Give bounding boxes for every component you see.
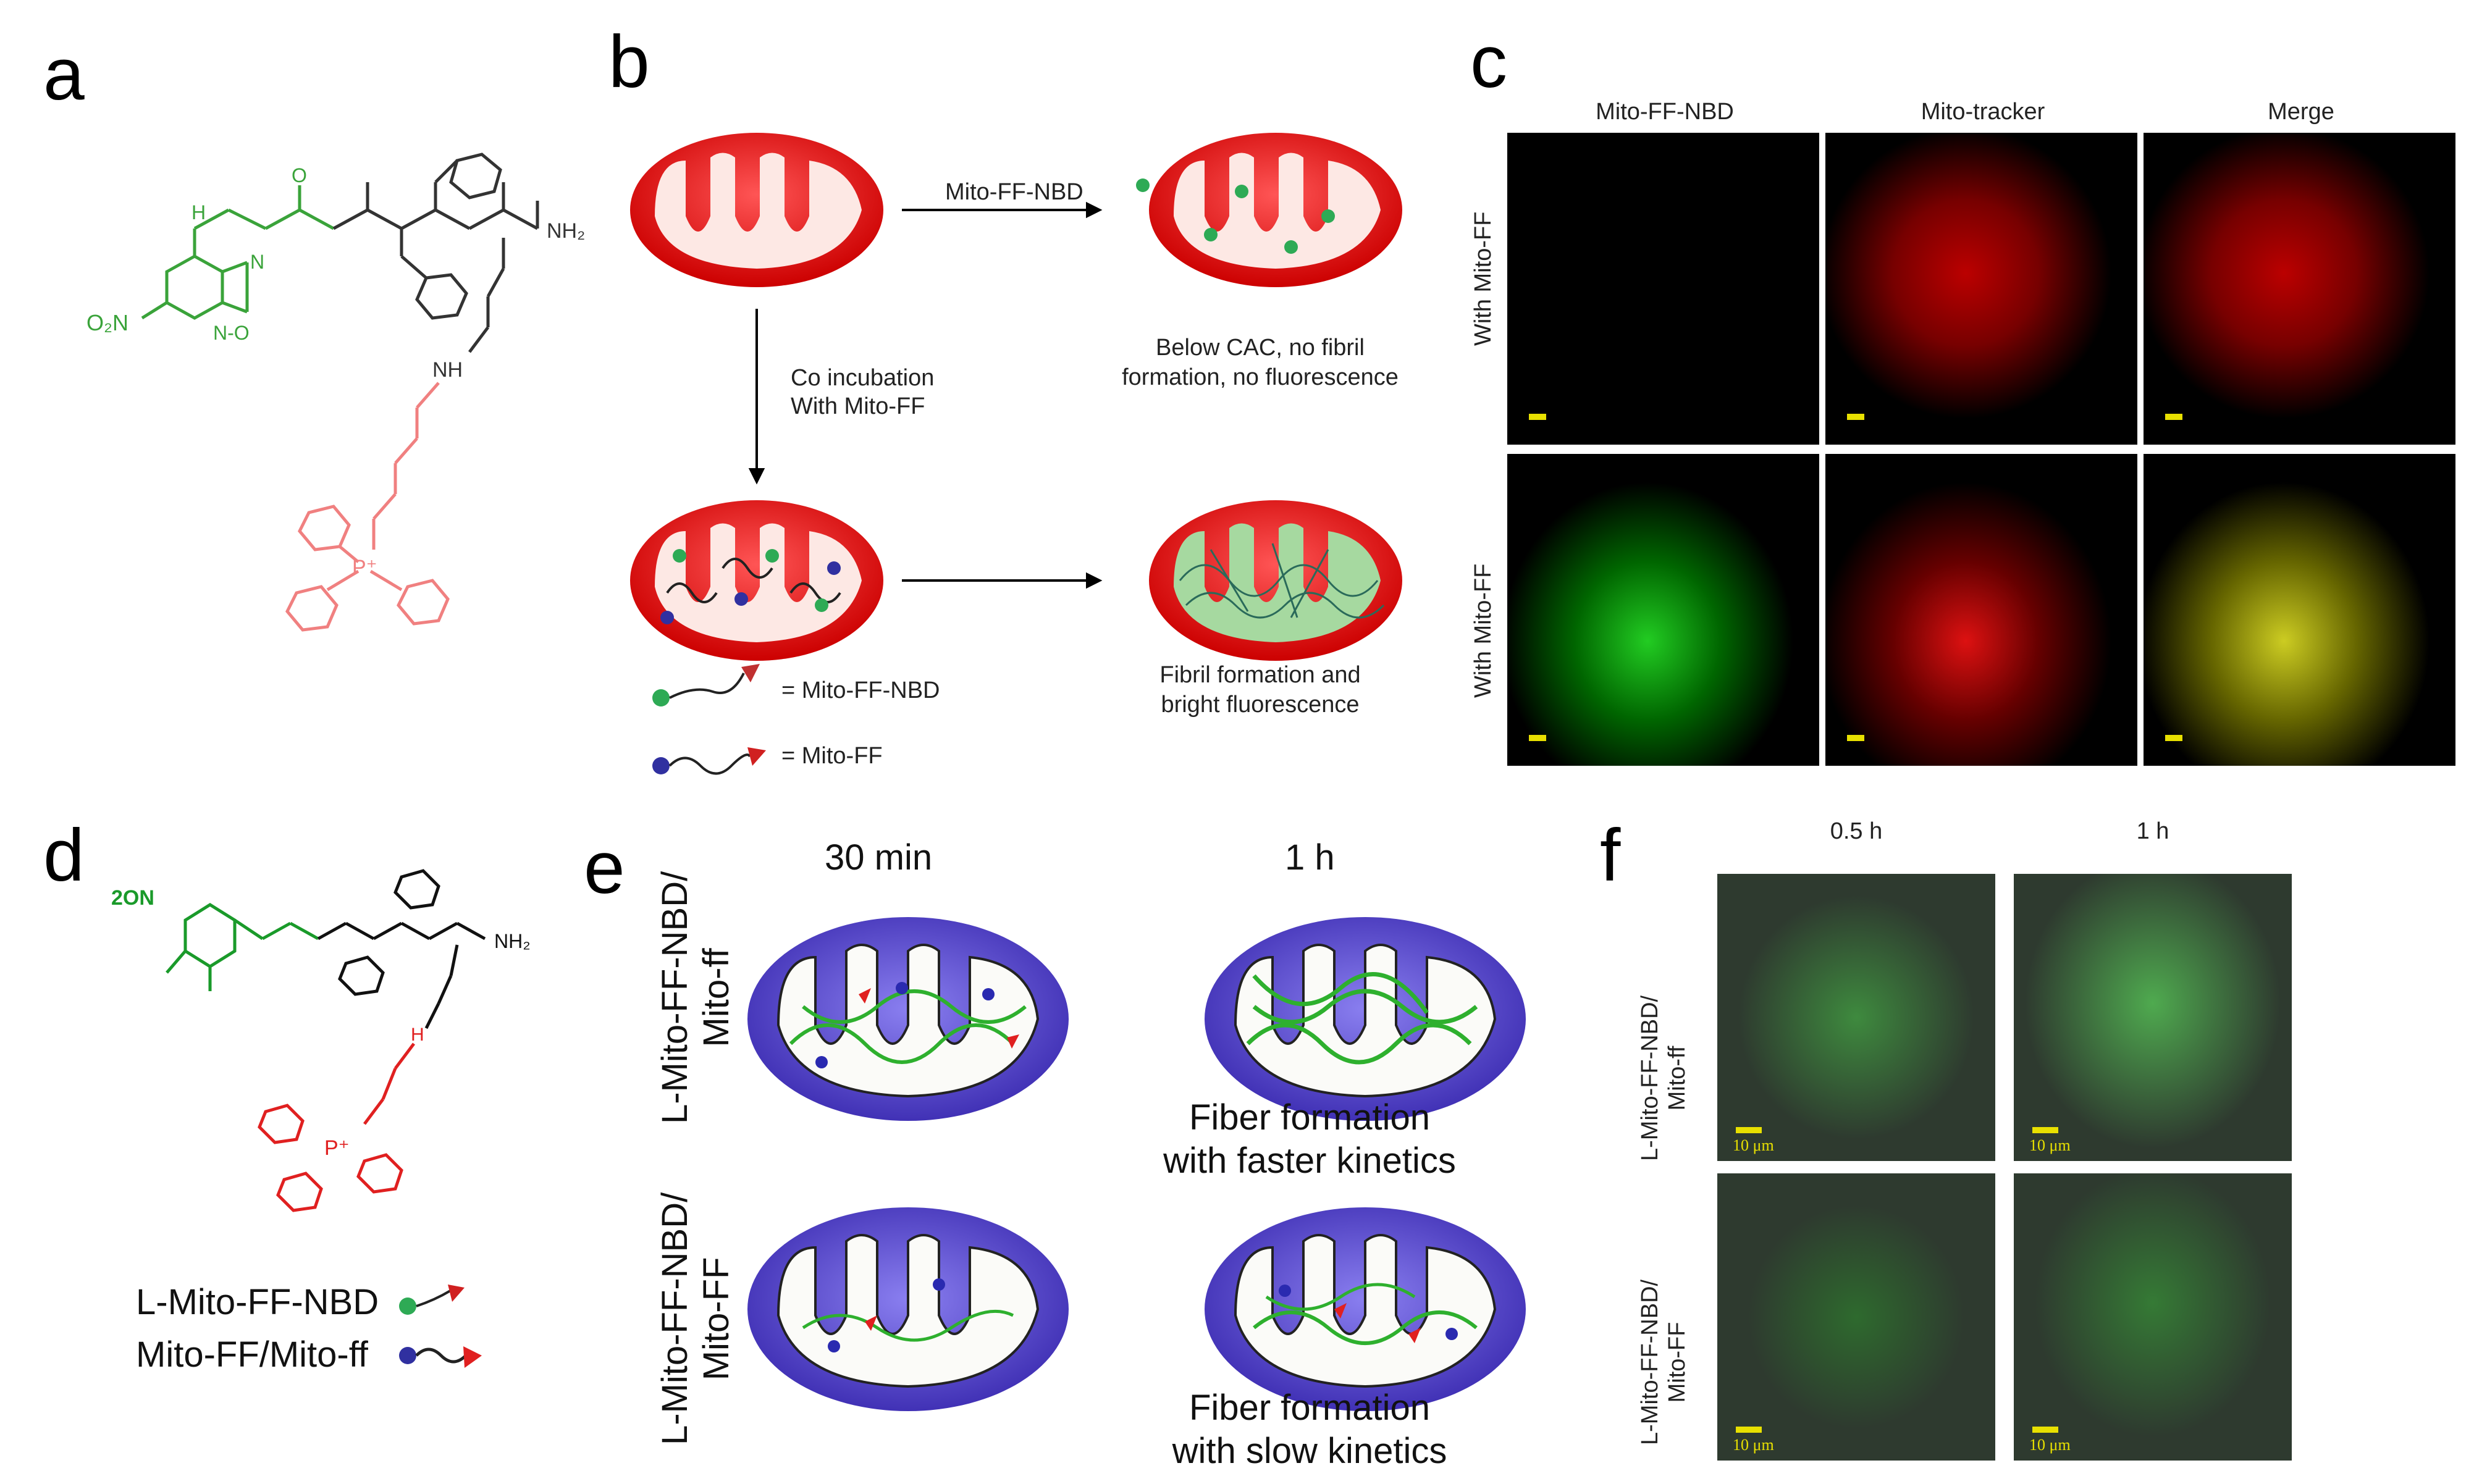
nbd-o: O bbox=[292, 164, 307, 187]
d-legend-1: L-Mito-FF-NBD bbox=[136, 1282, 379, 1322]
f-scale-text-1: 10 μm bbox=[1733, 1136, 1774, 1154]
d-nh2: NH₂ bbox=[494, 930, 531, 952]
f-scale-text-2: 10 μm bbox=[2029, 1136, 2071, 1154]
f-scale-text-4: 10 μm bbox=[2029, 1436, 2071, 1454]
nbd-n-top: N bbox=[250, 251, 264, 273]
structure-a: O₂N N N-O H O NH₂ NH bbox=[86, 153, 585, 632]
c-row-label-2: With Mito-FF bbox=[1470, 563, 1496, 698]
e-caption-slow: Fiber formation with slow kinetics bbox=[1172, 1388, 1447, 1471]
panel-label-d: d bbox=[43, 814, 85, 897]
e-mito-2 bbox=[1205, 917, 1526, 1121]
c-row-label-1: With Mito-FF bbox=[1470, 211, 1496, 346]
panel-label-e: e bbox=[584, 826, 625, 909]
c-img-merge-top bbox=[2144, 133, 2455, 445]
f-img-2 bbox=[2014, 874, 2292, 1161]
b-arrow-down-label: Co incubation With Mito-FF bbox=[791, 365, 935, 419]
structure-d: 2ON NH₂ H P⁺ bbox=[111, 869, 531, 1212]
c-col-header-1: Mito-FF-NBD bbox=[1596, 99, 1734, 125]
f-img-3 bbox=[1717, 1173, 1995, 1461]
p-plus-a: P⁺ bbox=[352, 556, 377, 579]
f-scalebar-2 bbox=[2032, 1127, 2058, 1133]
panel-label-c: c bbox=[1470, 20, 1507, 103]
f-img-4 bbox=[2014, 1173, 2292, 1461]
schematic-b bbox=[630, 133, 1402, 775]
c-scalebar-1 bbox=[1529, 414, 1546, 420]
e-caption-fast: Fiber formation with faster kinetics bbox=[1163, 1097, 1456, 1181]
b-arrow-top-label: Mito-FF-NBD bbox=[945, 179, 1083, 205]
nbd-no2: O₂N bbox=[86, 310, 128, 335]
nbd-nh: H bbox=[191, 201, 206, 224]
e-mito-1 bbox=[747, 917, 1069, 1121]
c-scalebar-6 bbox=[2165, 735, 2182, 741]
e-mito-3 bbox=[747, 1207, 1069, 1411]
d-nh: H bbox=[411, 1025, 424, 1045]
f-scalebar-4 bbox=[2032, 1427, 2058, 1433]
e-col-header-2: 1 h bbox=[1285, 837, 1335, 878]
e-mito-4 bbox=[1205, 1207, 1526, 1411]
d-legend-icons bbox=[399, 1285, 482, 1368]
f-img-1 bbox=[1717, 874, 1995, 1161]
f-col-header-1: 0.5 h bbox=[1830, 818, 1883, 844]
c-img-nbd-bottom bbox=[1507, 454, 1819, 766]
c-img-tracker-bottom bbox=[1825, 454, 2137, 766]
f-scale-text-3: 10 μm bbox=[1733, 1436, 1774, 1454]
f-row-label-2: L-Mito-FF-NBD/ Mito-FF bbox=[1637, 1279, 1690, 1445]
d-legend-2: Mito-FF/Mito-ff bbox=[136, 1335, 368, 1375]
panel-label-b: b bbox=[608, 20, 650, 103]
amine-nh: NH bbox=[432, 358, 463, 382]
f-scalebar-1 bbox=[1736, 1127, 1762, 1133]
nbd-n-o: N-O bbox=[213, 322, 250, 344]
c-scalebar-3 bbox=[2165, 414, 2182, 420]
c-img-tracker-top bbox=[1825, 133, 2137, 445]
b-fibril: Fibril formation and bright fluorescence bbox=[1159, 662, 1361, 718]
c-scalebar-5 bbox=[1847, 735, 1864, 741]
d-p-plus: P⁺ bbox=[324, 1136, 350, 1160]
panel-label-f: f bbox=[1600, 814, 1621, 897]
b-legend-ff: = Mito-FF bbox=[781, 743, 883, 769]
e-col-header-1: 30 min bbox=[825, 837, 933, 878]
e-mito-grid bbox=[747, 917, 1526, 1411]
b-legend-nbd: = Mito-FF-NBD bbox=[781, 677, 940, 703]
c-col-header-2: Mito-tracker bbox=[1921, 99, 2045, 125]
f-scalebar-3 bbox=[1736, 1427, 1762, 1433]
panel-label-a: a bbox=[43, 33, 85, 115]
e-row-label-1: L-Mito-FF-NBD/ Mito-ff bbox=[655, 871, 736, 1124]
f-row-label-1: L-Mito-FF-NBD/ Mito-ff bbox=[1637, 995, 1690, 1161]
c-scalebar-2 bbox=[1847, 414, 1864, 420]
e-row-label-2: L-Mito-FF-NBD/ Mito-FF bbox=[655, 1192, 736, 1445]
nh2-label: NH₂ bbox=[547, 219, 585, 243]
c-img-nbd-top bbox=[1507, 133, 1819, 445]
f-col-header-2: 1 h bbox=[2136, 818, 2169, 844]
b-below-cac: Below CAC, no fibril formation, no fluor… bbox=[1122, 335, 1399, 390]
c-col-header-3: Merge bbox=[2268, 99, 2334, 125]
c-img-merge-bottom bbox=[2144, 454, 2455, 766]
c-scalebar-4 bbox=[1529, 735, 1546, 741]
d-2on: 2ON bbox=[111, 886, 154, 910]
